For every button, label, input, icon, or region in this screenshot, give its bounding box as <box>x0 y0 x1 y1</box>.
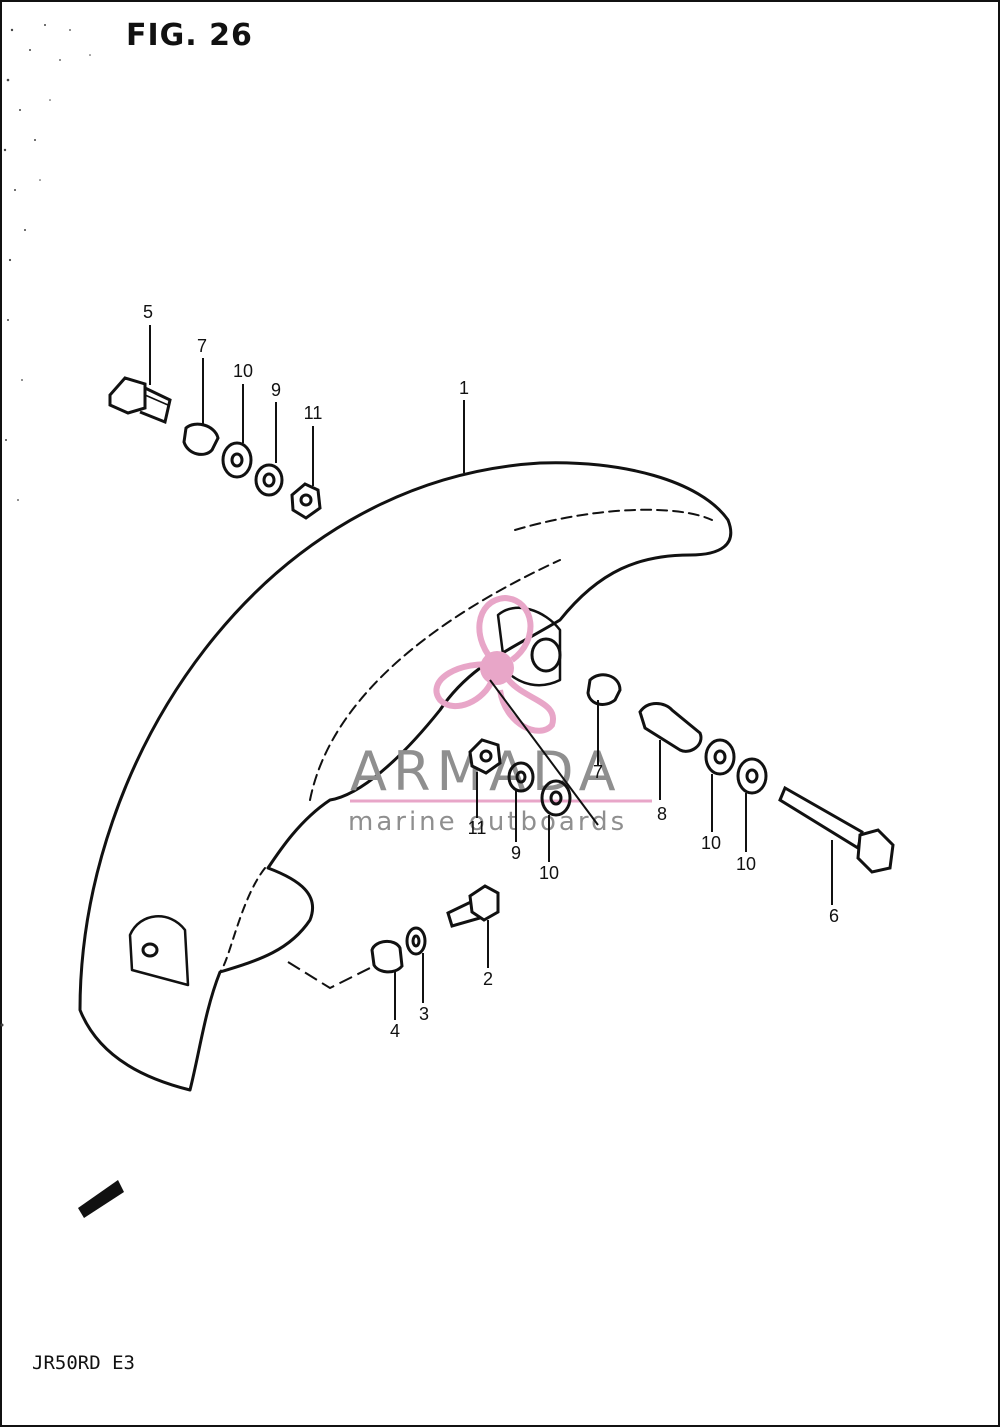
figure-title: FIG. 26 <box>126 18 253 53</box>
callout-10-right-b: 10 <box>736 854 756 874</box>
bolt-part-5 <box>108 376 172 425</box>
callout-7: 7 <box>197 336 207 356</box>
washer-part-3 <box>405 926 427 956</box>
collar-part-7 <box>182 422 220 456</box>
assembly-line <box>287 961 371 990</box>
nut-part-11 <box>290 482 322 520</box>
leader-lines <box>149 325 833 1020</box>
washer-part-10 <box>221 441 253 479</box>
callout-11: 11 <box>304 403 323 423</box>
lock-washer-part-9 <box>254 463 284 497</box>
washer-part-10-right-a <box>704 738 736 776</box>
sleeve-part-8 <box>638 702 703 753</box>
callout-10-center: 10 <box>539 863 559 883</box>
nut-part-4 <box>370 940 404 974</box>
scan-noise <box>0 24 91 1027</box>
bolt-part-2 <box>446 884 500 928</box>
callout-10: 10 <box>233 361 253 381</box>
callout-1: 1 <box>459 378 469 398</box>
callout-6: 6 <box>829 906 839 926</box>
assembly-line <box>489 679 599 826</box>
rear-fender <box>78 461 733 1092</box>
callout-8: 8 <box>657 804 667 824</box>
callout-3: 3 <box>419 1004 429 1024</box>
callout-9: 9 <box>271 380 281 400</box>
watermark: ARMADA marine outboards <box>348 594 652 837</box>
collar-part-7-right <box>586 673 622 706</box>
callout-10-right-a: 10 <box>701 833 721 853</box>
callout-labels: 5 7 10 9 11 1 7 8 11 9 10 10 10 6 2 3 4 <box>143 302 839 1041</box>
watermark-tagline: marine outboards <box>348 807 627 837</box>
callout-4: 4 <box>390 1021 400 1041</box>
model-code: JR50RD E3 <box>32 1352 135 1374</box>
bolt-part-6 <box>778 785 895 874</box>
propeller-icon <box>433 594 556 734</box>
lock-washer-part-9-center <box>507 761 535 793</box>
callout-5: 5 <box>143 302 153 322</box>
emblem-mark <box>78 1180 124 1218</box>
callout-11-center: 11 <box>468 818 487 838</box>
callout-7-right: 7 <box>593 762 603 782</box>
nut-part-11-center <box>468 738 502 775</box>
washer-part-10-center <box>540 779 572 817</box>
callout-2: 2 <box>483 969 493 989</box>
washer-part-10-right-b <box>736 757 768 795</box>
callout-9-center: 9 <box>511 843 521 863</box>
